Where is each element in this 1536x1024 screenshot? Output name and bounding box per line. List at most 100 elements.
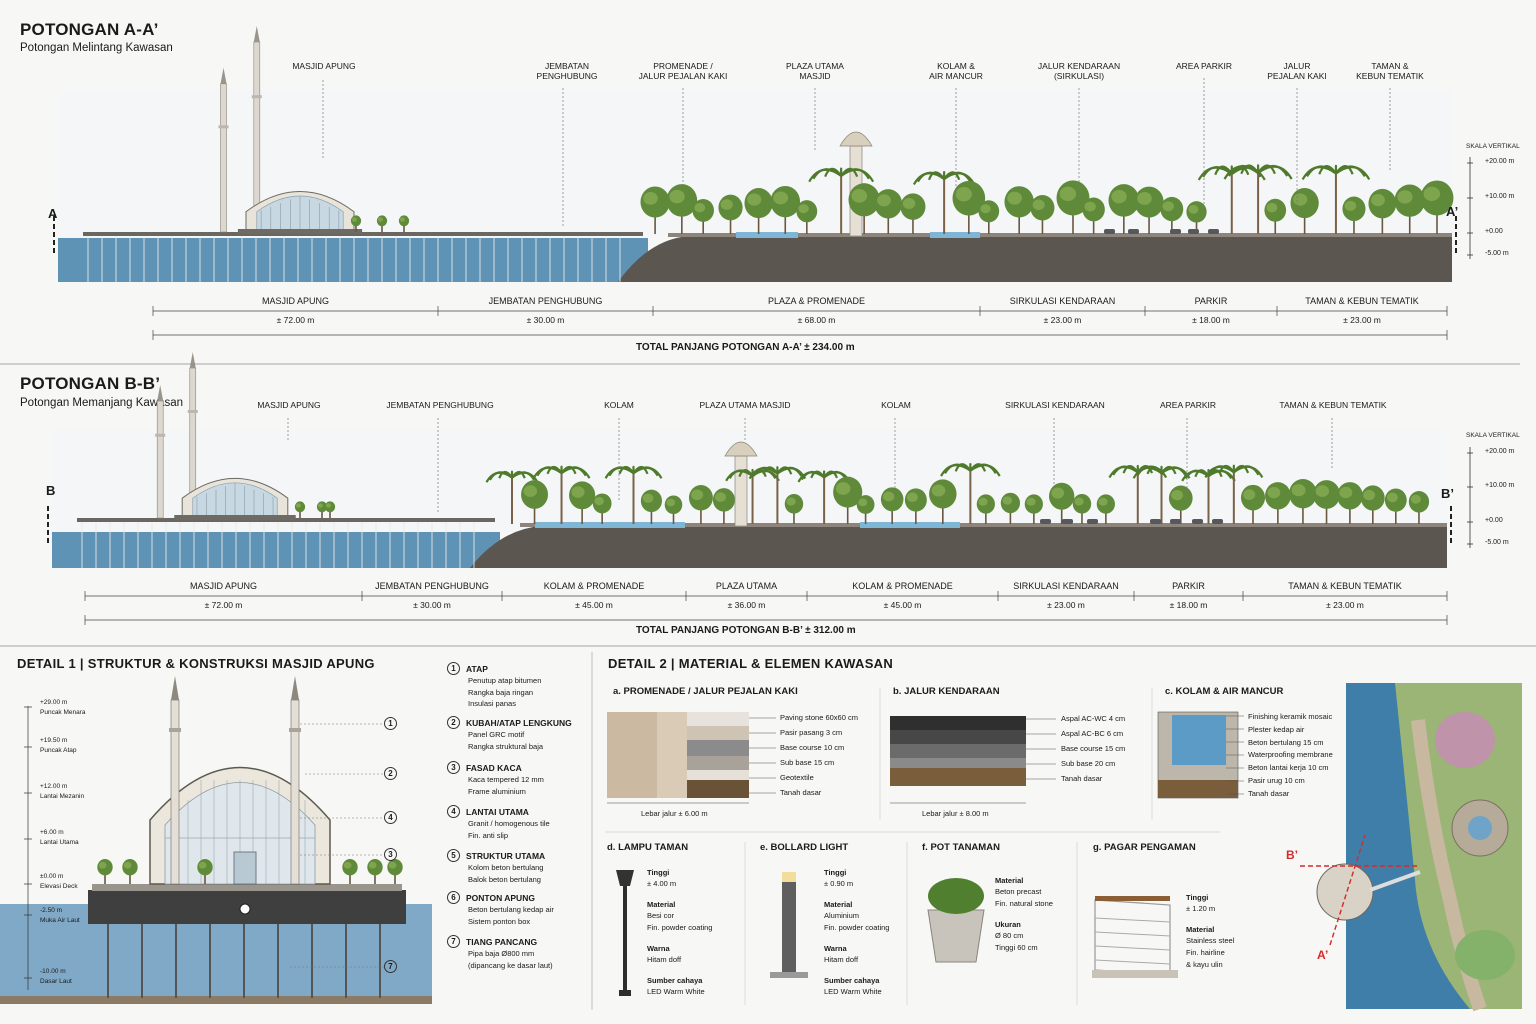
legend-heading-1: KUBAH/ATAP LENGKUNG (466, 718, 572, 728)
palm-frond (808, 168, 842, 183)
scale-value-0: +20.00 m (1485, 448, 1515, 455)
minaret-spire (253, 26, 260, 42)
scale-value-1: +10.00 m (1485, 482, 1515, 489)
spec-value-d-0-0: ± 4.00 m (647, 879, 677, 888)
ground-section (618, 236, 1452, 282)
minaret-balcony (251, 95, 262, 99)
element-d-title: d. LAMPU TAMAN (607, 842, 689, 853)
tree-highlight (198, 861, 207, 869)
legend-number-6: 7 (447, 935, 460, 948)
tree-highlight (317, 503, 323, 508)
layer-c-0: Finishing keramik mosaic (1248, 712, 1333, 721)
elevation-name-6: Dasar Laut (40, 978, 72, 985)
tree-highlight (1098, 497, 1108, 506)
tree-highlight (123, 861, 132, 869)
tree-highlight (1344, 200, 1357, 211)
spec-key-g-0: Tinggi (1186, 893, 1209, 902)
palm-frond (1108, 465, 1139, 479)
legend-number-3: 4 (447, 805, 460, 818)
mosque-deck (174, 515, 296, 520)
layer-c-1: Plester kedap air (1248, 724, 1305, 734)
bollard (782, 872, 796, 974)
detail1-drawing (0, 652, 593, 1010)
spec-value-e-2-0: Hitam doff (824, 955, 859, 964)
dimension-name-7: TAMAN & KEBUN TEMATIK (1288, 581, 1402, 591)
scale-value-2: +0.00 (1485, 228, 1503, 235)
tree-highlight (691, 489, 704, 501)
palm-frond (776, 466, 793, 475)
elevation-name-5: Muka Air Laut (40, 917, 80, 924)
dimension-name-3: PLAZA UTAMA (715, 581, 778, 591)
spec-key-e-2: Warna (824, 944, 847, 953)
zone-label-1: JEMBATAN PENGHUBUNG (386, 400, 494, 410)
spec-value-d-1-1: Fin. powder coating (647, 923, 713, 932)
tree-highlight (1051, 487, 1065, 499)
entrance-door (233, 851, 257, 885)
elevation-name-2: Lantai Mezanin (40, 793, 85, 800)
tree-highlight (931, 484, 946, 497)
car (1212, 519, 1223, 524)
tree-highlight (902, 198, 916, 209)
tree-highlight (798, 204, 809, 214)
key-plan-b-mark: B’ (1286, 848, 1298, 862)
car (1170, 229, 1181, 234)
palm-frond (1132, 466, 1163, 479)
legend-text-3-1: Fin. anti slip (468, 830, 509, 840)
section-bb-subtitle: Potongan Memanjang Kawasan (20, 397, 184, 409)
legend-text-5-0: Beton bertulang kedap air (468, 905, 554, 914)
promenade-layer (687, 726, 749, 740)
tree-highlight (643, 191, 658, 205)
section-aa-total: TOTAL PANJANG POTONGAN A-A’ ± 234.00 m (636, 342, 855, 353)
tree-highlight (1243, 489, 1256, 500)
dimension-value-1: ± 30.00 m (413, 600, 451, 610)
scale-value-2: +0.00 (1485, 517, 1503, 524)
palm-frond (943, 171, 961, 181)
tree-highlight (388, 861, 397, 869)
zone-label-7: JALUR PEJALAN KAKI (1267, 61, 1327, 81)
palm-frond (840, 167, 859, 178)
section-bb-scale-title: SKALA VERTIKAL (1466, 432, 1520, 439)
spec-value-d-3-0: LED Warm White (647, 987, 705, 996)
palm-frond (969, 463, 987, 472)
dimension-name-2: KOLAM & PROMENADE (543, 581, 645, 591)
monument-crown (724, 441, 758, 457)
palm-frond (797, 471, 825, 483)
palm-frond (532, 466, 563, 479)
tree-highlight (1267, 486, 1281, 499)
road-layer (890, 768, 1026, 786)
detail2-title: DETAIL 2 | MATERIAL & ELEMEN KAWASAN (608, 656, 894, 671)
tree-highlight (1032, 199, 1045, 210)
tree-highlight (1084, 201, 1096, 212)
layer-b-3: Sub base 20 cm (1061, 759, 1116, 768)
tree-highlight (343, 861, 352, 869)
callout-number-4: 7 (384, 960, 397, 973)
lamp-base (619, 990, 631, 996)
promenade-layer (687, 756, 749, 770)
zone-label-3: PLAZA UTAMA MASJID (699, 400, 791, 410)
layer-a-4: Geotextile (780, 773, 814, 782)
dimension-name-5: SIRKULASI KENDARAAN (1013, 581, 1119, 591)
pool-water (930, 232, 980, 238)
railing-base (1092, 970, 1178, 978)
spec-key-f-1: Ukuran (995, 920, 1021, 929)
layer-c-5: Pasir urug 10 cm (1248, 776, 1305, 785)
ground-surface (668, 233, 1452, 237)
pool-water (860, 522, 960, 528)
layer-b-2: Base course 15 cm (1061, 744, 1126, 753)
pool-water (535, 522, 685, 528)
spec-value-g-0-0: ± 1.20 m (1186, 904, 1216, 913)
key-plan-bridge (1369, 870, 1421, 892)
tree-highlight (978, 497, 988, 506)
zone-label-7: TAMAN & KEBUN TEMATIK (1279, 400, 1387, 410)
callout-number-1: 2 (384, 767, 397, 780)
legend-heading-4: STRUKTUR UTAMA (466, 851, 546, 861)
dimension-value-6: ± 18.00 m (1169, 600, 1208, 610)
monument-crown (839, 131, 873, 147)
spec-value-f-1-0: Ø 80 cm (995, 931, 1024, 940)
promenade-layer (687, 712, 749, 726)
tree-highlight (720, 199, 733, 210)
legend-text-1-1: Rangka struktural baja (468, 741, 544, 751)
legend-text-3-0: Granit / homogenous tile (468, 819, 550, 828)
spec-value-e-3-0: LED Warm White (824, 987, 882, 996)
tree-highlight (747, 193, 762, 206)
